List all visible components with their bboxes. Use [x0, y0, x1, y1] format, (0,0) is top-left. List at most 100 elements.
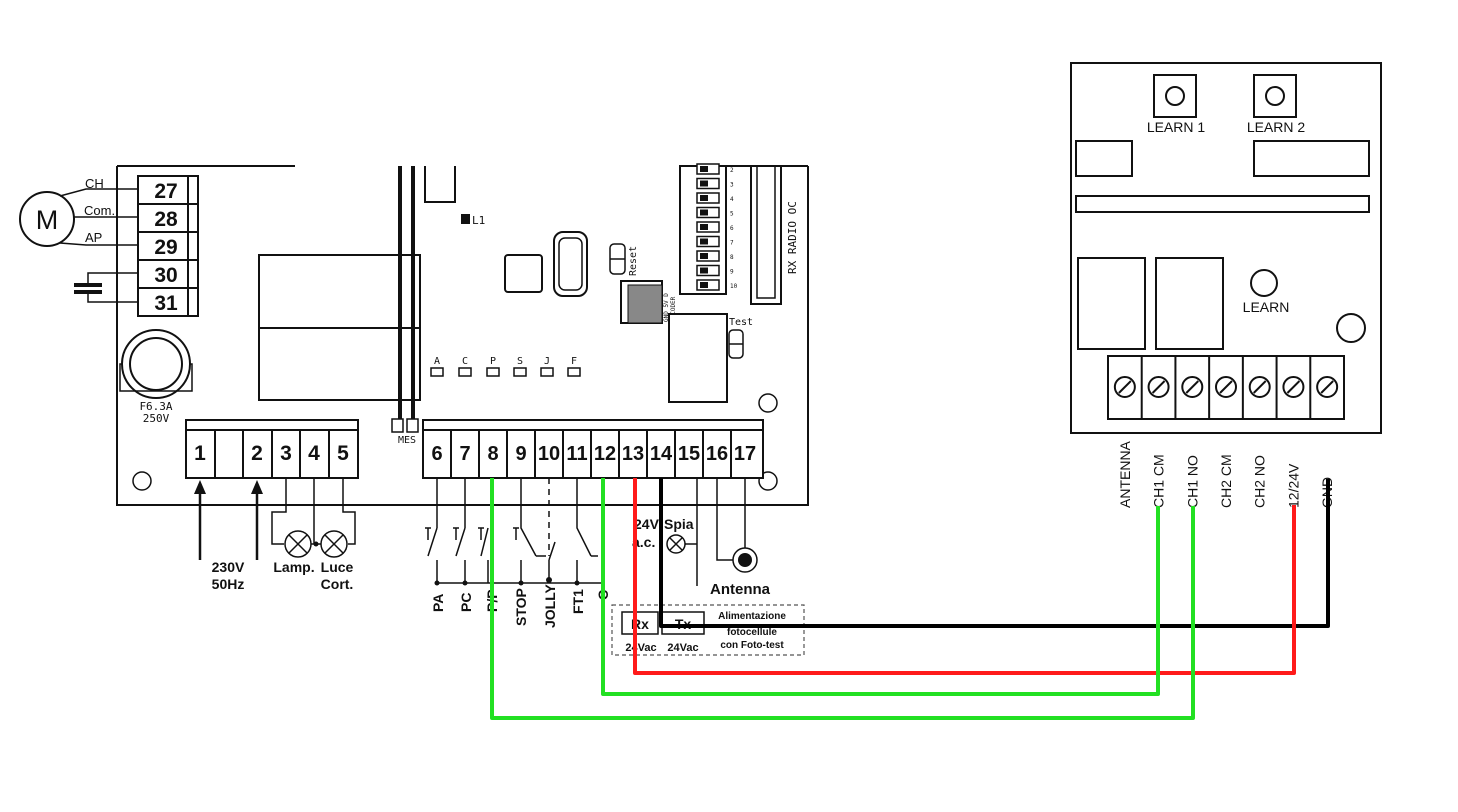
- terminal-16: 16: [706, 443, 728, 465]
- motor-label: M: [36, 205, 59, 235]
- lamp-label: Lamp.: [273, 559, 314, 575]
- wire-black: [659, 478, 1330, 628]
- wire-green-ch1cm: [601, 478, 1160, 696]
- motor-symbol: [19, 191, 75, 247]
- dip-number: 2: [730, 167, 734, 174]
- wires: [490, 478, 1330, 720]
- learn1-button[interactable]: [1153, 74, 1197, 118]
- mount-hole: [758, 393, 778, 413]
- terminal-28: 28: [154, 208, 178, 231]
- terminal-30: 30: [154, 264, 177, 287]
- led-label: P: [490, 356, 496, 367]
- terminal-31: 31: [154, 292, 178, 315]
- terminal-9: 9: [515, 443, 526, 465]
- rx-radio-label: RX RADIO OC: [786, 201, 799, 274]
- terminal-12: 12: [594, 443, 616, 465]
- led-label: A: [434, 356, 440, 367]
- learn1-label: LEARN 1: [1147, 119, 1206, 135]
- input-label-pa: PA: [430, 594, 446, 612]
- lamps: Lamp. Luce Cort.: [271, 478, 356, 592]
- terminal-14: 14: [650, 443, 673, 465]
- terminal-27: 27: [154, 180, 177, 203]
- mount-hole: [132, 471, 152, 491]
- lower-terminal-block-right: 6 7 8 9 10 11 12 13 14 15 16 17: [422, 419, 764, 479]
- learn-label: LEARN: [1243, 299, 1290, 315]
- power-frequency: 50Hz: [212, 576, 245, 592]
- status-leds: A C P S J F: [430, 356, 581, 377]
- terminal-15: 15: [678, 443, 700, 465]
- terminal-6: 6: [431, 443, 442, 465]
- photocell-rx: [621, 611, 659, 635]
- antenna: Antenna: [710, 478, 771, 598]
- terminal-1: 1: [194, 442, 206, 465]
- status-led: [540, 367, 554, 377]
- led-l1: [461, 214, 470, 224]
- photocell-title-3: con Foto-test: [720, 640, 784, 651]
- warning-light: 24V a.c. Spia: [632, 478, 698, 586]
- led-l1-label: L1: [472, 214, 485, 227]
- status-led: [567, 367, 581, 377]
- terminal-8: 8: [487, 443, 498, 465]
- spia-label: Spia: [664, 516, 694, 532]
- receiver-terminal-label: CH1 NO: [1184, 455, 1200, 508]
- input-switches: PA PC P/P STOP JOLLY FT1 C: [425, 478, 611, 628]
- motor-wire-com: Com.: [84, 203, 115, 218]
- motor-wire-ch: CH: [85, 176, 104, 191]
- upper-terminal-block: 27 28 29 30 31: [137, 175, 199, 317]
- learn2-button[interactable]: [1253, 74, 1297, 118]
- dip-number: 10: [730, 283, 738, 290]
- mount-hole: [758, 471, 778, 491]
- input-label-ft1: FT1: [570, 589, 586, 614]
- dip-number: 9: [730, 269, 734, 276]
- power-voltage: 230V: [212, 559, 245, 575]
- terminal-13: 13: [622, 443, 644, 465]
- terminal-5: 5: [337, 442, 349, 465]
- power-input: 230V 50Hz: [194, 480, 263, 592]
- terminal-4: 4: [308, 442, 320, 465]
- learn2-label: LEARN 2: [1247, 119, 1306, 135]
- dip-number: 6: [730, 225, 734, 232]
- board-components: L1 Reset GND 5V D ENCODER Test: [424, 166, 753, 403]
- photocell-tx-voltage: 24Vac: [667, 642, 698, 654]
- terminal-2: 2: [251, 442, 263, 465]
- capacitor-symbol: [74, 272, 140, 303]
- courtesy-label-1: Luce: [321, 559, 354, 575]
- wire-red: [633, 478, 1296, 675]
- led-label: C: [462, 356, 468, 367]
- dip-number: 5: [730, 211, 734, 218]
- test-label: Test: [729, 317, 753, 328]
- led-label: S: [517, 356, 523, 367]
- status-led: [458, 367, 472, 377]
- input-label-jolly: JOLLY: [542, 584, 558, 628]
- reset-label: Reset: [628, 246, 639, 276]
- spia-ac: a.c.: [632, 534, 655, 550]
- encoder-sub-label: ENCODER: [670, 296, 677, 322]
- learn-button[interactable]: [1250, 269, 1278, 297]
- input-label-stop: STOP: [513, 588, 529, 626]
- photocell-title-2: fotocellule: [727, 627, 777, 638]
- relays: [258, 254, 421, 401]
- mes-label: MES: [398, 435, 416, 446]
- status-led: [486, 367, 500, 377]
- led-label: J: [544, 356, 550, 367]
- receiver-terminal-label: ANTENNA: [1117, 440, 1133, 508]
- photocell-rx-voltage: 24Vac: [625, 642, 656, 654]
- receiver-relay: [1155, 257, 1224, 350]
- fuse-voltage: 250V: [143, 412, 170, 425]
- terminal-11: 11: [566, 443, 587, 465]
- status-led: [430, 367, 444, 377]
- input-label-pc: PC: [458, 593, 474, 612]
- photocell-title-1: Alimentazione: [718, 611, 786, 622]
- terminal-3: 3: [280, 442, 292, 465]
- encoder-label: GND 5V D: [663, 293, 670, 322]
- spia-voltage: 24V: [634, 516, 660, 532]
- courtesy-label-2: Cort.: [321, 576, 354, 592]
- receiver-terminal-label: CH1 CM: [1151, 454, 1167, 508]
- receiver-terminal-label: 12/24V: [1285, 463, 1301, 508]
- dip-number: 4: [730, 196, 734, 203]
- dip-number: 7: [730, 240, 734, 247]
- receiver-terminal-label: CH2 NO: [1252, 455, 1268, 508]
- receiver-hole: [1336, 313, 1366, 343]
